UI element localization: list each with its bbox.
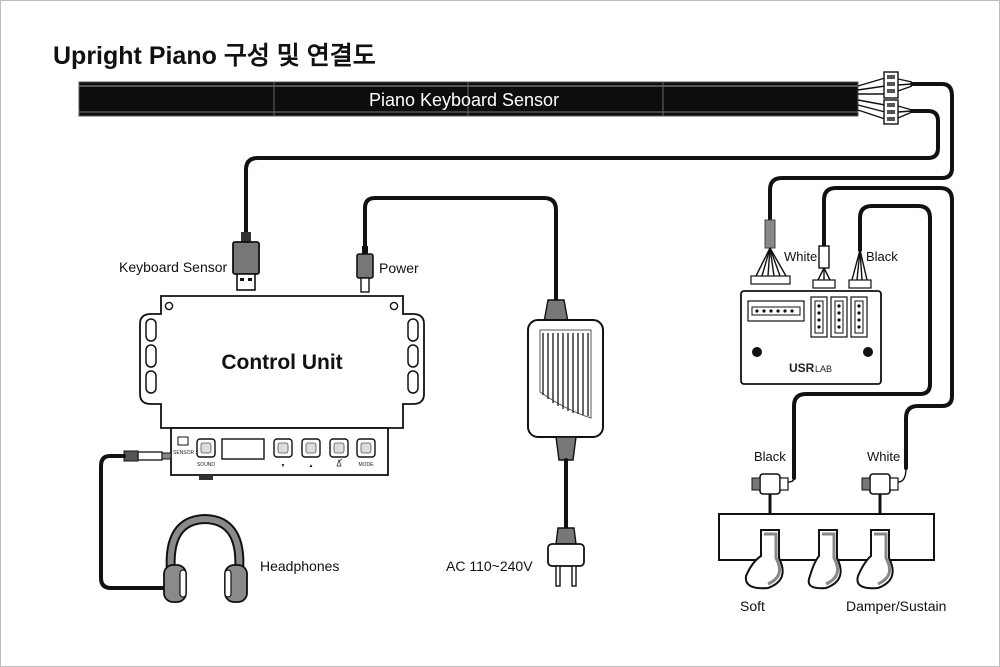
ribbon-connector-bottom: [857, 99, 913, 125]
keyboard-sensor-label: Keyboard Sensor: [119, 259, 228, 275]
power-plug: [356, 246, 374, 293]
black-top-fan: [848, 249, 872, 289]
down-label: ▼: [281, 463, 286, 469]
sound-label: SOUND: [197, 462, 215, 468]
keyboard-sensor-cable: [244, 109, 940, 234]
control-unit-label: Control Unit: [221, 351, 342, 374]
keyboard-sensor-bar: Piano Keyboard Sensor: [78, 81, 859, 117]
black-pedal-cable: [792, 204, 932, 480]
headphones: [163, 513, 248, 603]
white-top-label: White: [784, 249, 817, 264]
up-label: ▲: [309, 463, 314, 469]
power-adapter: [527, 299, 604, 461]
white-top-fan: [812, 267, 836, 289]
pedal-assembly: [718, 513, 935, 590]
headphones-label: Headphones: [260, 558, 339, 574]
black-pedal-label: Black: [754, 449, 786, 464]
panel-brand: SENSOR SYSTEM: [173, 450, 216, 456]
keyboard-sensor-plug: [232, 232, 260, 291]
sensor-to-board-cable: [768, 82, 954, 222]
ac-plug: [547, 527, 585, 587]
display-screen: [221, 438, 265, 460]
control-unit: Control Unit: [139, 295, 425, 429]
power-label: Power: [379, 260, 419, 276]
usr-logo: USR: [789, 361, 815, 375]
headphone-cable: [99, 454, 172, 590]
power-cable: [363, 196, 558, 302]
sensor-bar-label: Piano Keyboard Sensor: [369, 90, 559, 110]
mode-label: MODE: [359, 462, 375, 468]
control-panel: SENSOR SYSTEM SOUND ▼ ▲ MODE: [170, 427, 389, 480]
damper-pedal-label: Damper/Sustain: [846, 598, 946, 614]
black-top-label: Black: [866, 249, 898, 264]
soft-pedal-label: Soft: [740, 598, 765, 614]
usr-logo-suffix: LAB: [815, 364, 832, 374]
white-pedal-cable: [822, 186, 954, 470]
usr-lab-board: USR LAB: [740, 290, 882, 385]
ribbon-connector-top: [857, 71, 913, 99]
sensor-system-logo-icon: [177, 436, 189, 446]
metronome-icon: [336, 458, 343, 467]
ac-voltage-label: AC 110~240V: [446, 558, 533, 574]
headphone-jack: [123, 450, 172, 462]
board-ribbon-fan: [750, 247, 791, 285]
white-cable-sleeve: [818, 245, 830, 269]
cable-sleeve: [764, 219, 776, 249]
page-title: Upright Piano 구성 및 연결도: [53, 42, 376, 70]
white-pedal-label: White: [867, 449, 900, 464]
